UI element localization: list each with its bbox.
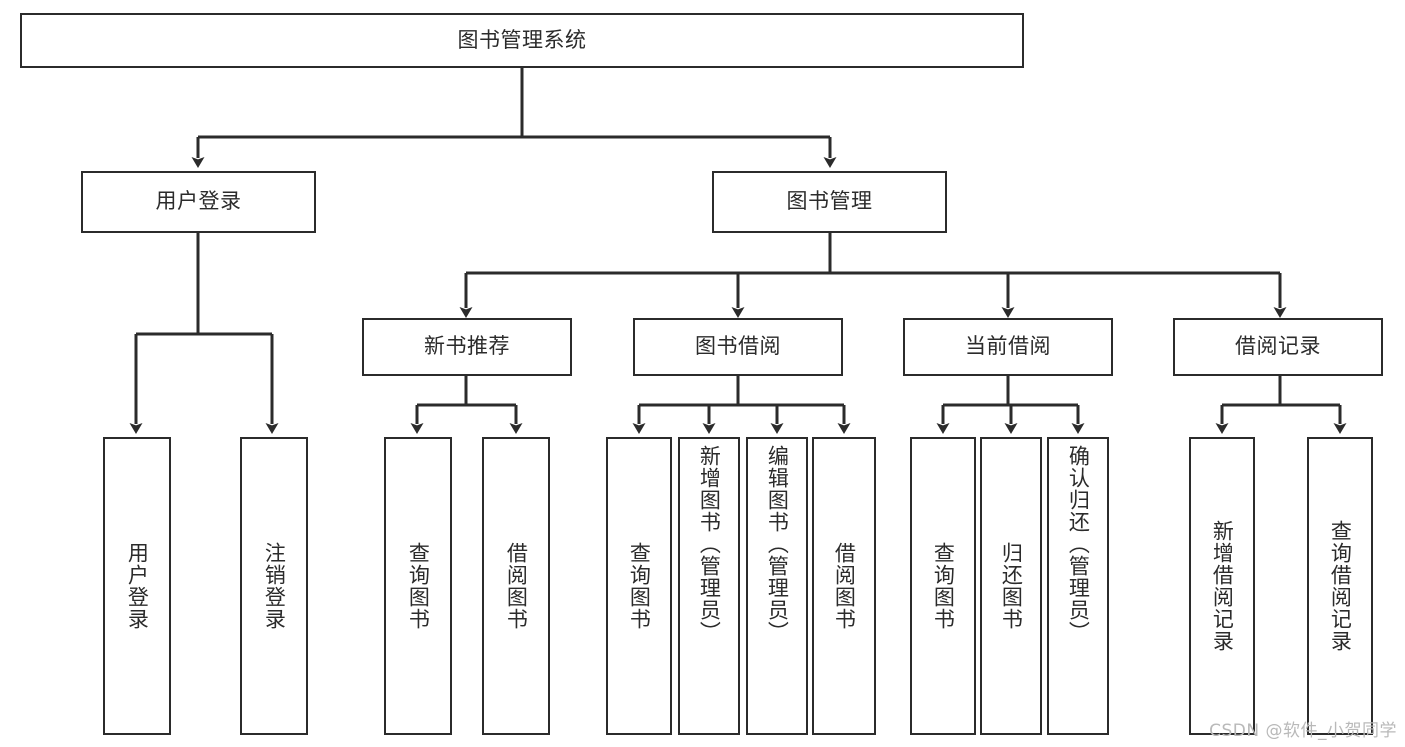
node-book-borrow-label: 图书借阅 [695, 334, 781, 359]
node-new-book-recommend[interactable]: 新书推荐 [362, 318, 572, 376]
node-root[interactable]: 图书管理系统 [20, 13, 1024, 68]
watermark-text: CSDN @软件_小贺同学 [1209, 721, 1397, 741]
node-leaf-confirm-return[interactable]: 确认归还（管理员） [1047, 437, 1109, 735]
node-leaf-query-book-3-label: 查询图书 [931, 542, 956, 630]
node-leaf-query-book-2-label: 查询图书 [627, 542, 652, 630]
node-leaf-query-book-3[interactable]: 查询图书 [910, 437, 976, 735]
node-user-login[interactable]: 用户登录 [81, 171, 316, 233]
node-leaf-add-record-label: 新增借阅记录 [1210, 520, 1235, 652]
node-current-borrow[interactable]: 当前借阅 [903, 318, 1113, 376]
node-borrow-record-label: 借阅记录 [1235, 334, 1321, 359]
node-leaf-query-book-1-label: 查询图书 [406, 542, 431, 630]
node-new-book-recommend-label: 新书推荐 [424, 334, 510, 359]
node-leaf-query-record[interactable]: 查询借阅记录 [1307, 437, 1373, 735]
node-leaf-query-book-2[interactable]: 查询图书 [606, 437, 672, 735]
node-current-borrow-label: 当前借阅 [965, 334, 1051, 359]
node-leaf-borrow-book-2-label: 借阅图书 [832, 542, 857, 630]
node-leaf-borrow-book-1[interactable]: 借阅图书 [482, 437, 550, 735]
node-leaf-user-login[interactable]: 用户登录 [103, 437, 171, 735]
node-leaf-user-login-label: 用户登录 [125, 542, 150, 630]
node-leaf-return-book[interactable]: 归还图书 [980, 437, 1042, 735]
node-leaf-add-book-label: 新增图书（管理员） [697, 445, 722, 643]
node-leaf-add-book[interactable]: 新增图书（管理员） [678, 437, 740, 735]
node-book-manage[interactable]: 图书管理 [712, 171, 947, 233]
node-root-label: 图书管理系统 [457, 27, 587, 52]
node-leaf-user-logout[interactable]: 注销登录 [240, 437, 308, 735]
node-book-manage-label: 图书管理 [786, 189, 873, 214]
node-leaf-query-record-label: 查询借阅记录 [1328, 520, 1353, 652]
node-book-borrow[interactable]: 图书借阅 [633, 318, 843, 376]
node-leaf-edit-book[interactable]: 编辑图书（管理员） [746, 437, 808, 735]
node-leaf-return-book-label: 归还图书 [999, 542, 1024, 630]
node-leaf-add-record[interactable]: 新增借阅记录 [1189, 437, 1255, 735]
node-leaf-borrow-book-2[interactable]: 借阅图书 [812, 437, 876, 735]
node-leaf-edit-book-label: 编辑图书（管理员） [765, 445, 790, 643]
node-user-login-label: 用户登录 [155, 189, 242, 214]
node-leaf-borrow-book-1-label: 借阅图书 [504, 542, 529, 630]
node-leaf-confirm-return-label: 确认归还（管理员） [1066, 445, 1091, 643]
node-leaf-user-logout-label: 注销登录 [262, 542, 287, 630]
node-borrow-record[interactable]: 借阅记录 [1173, 318, 1383, 376]
node-leaf-query-book-1[interactable]: 查询图书 [384, 437, 452, 735]
